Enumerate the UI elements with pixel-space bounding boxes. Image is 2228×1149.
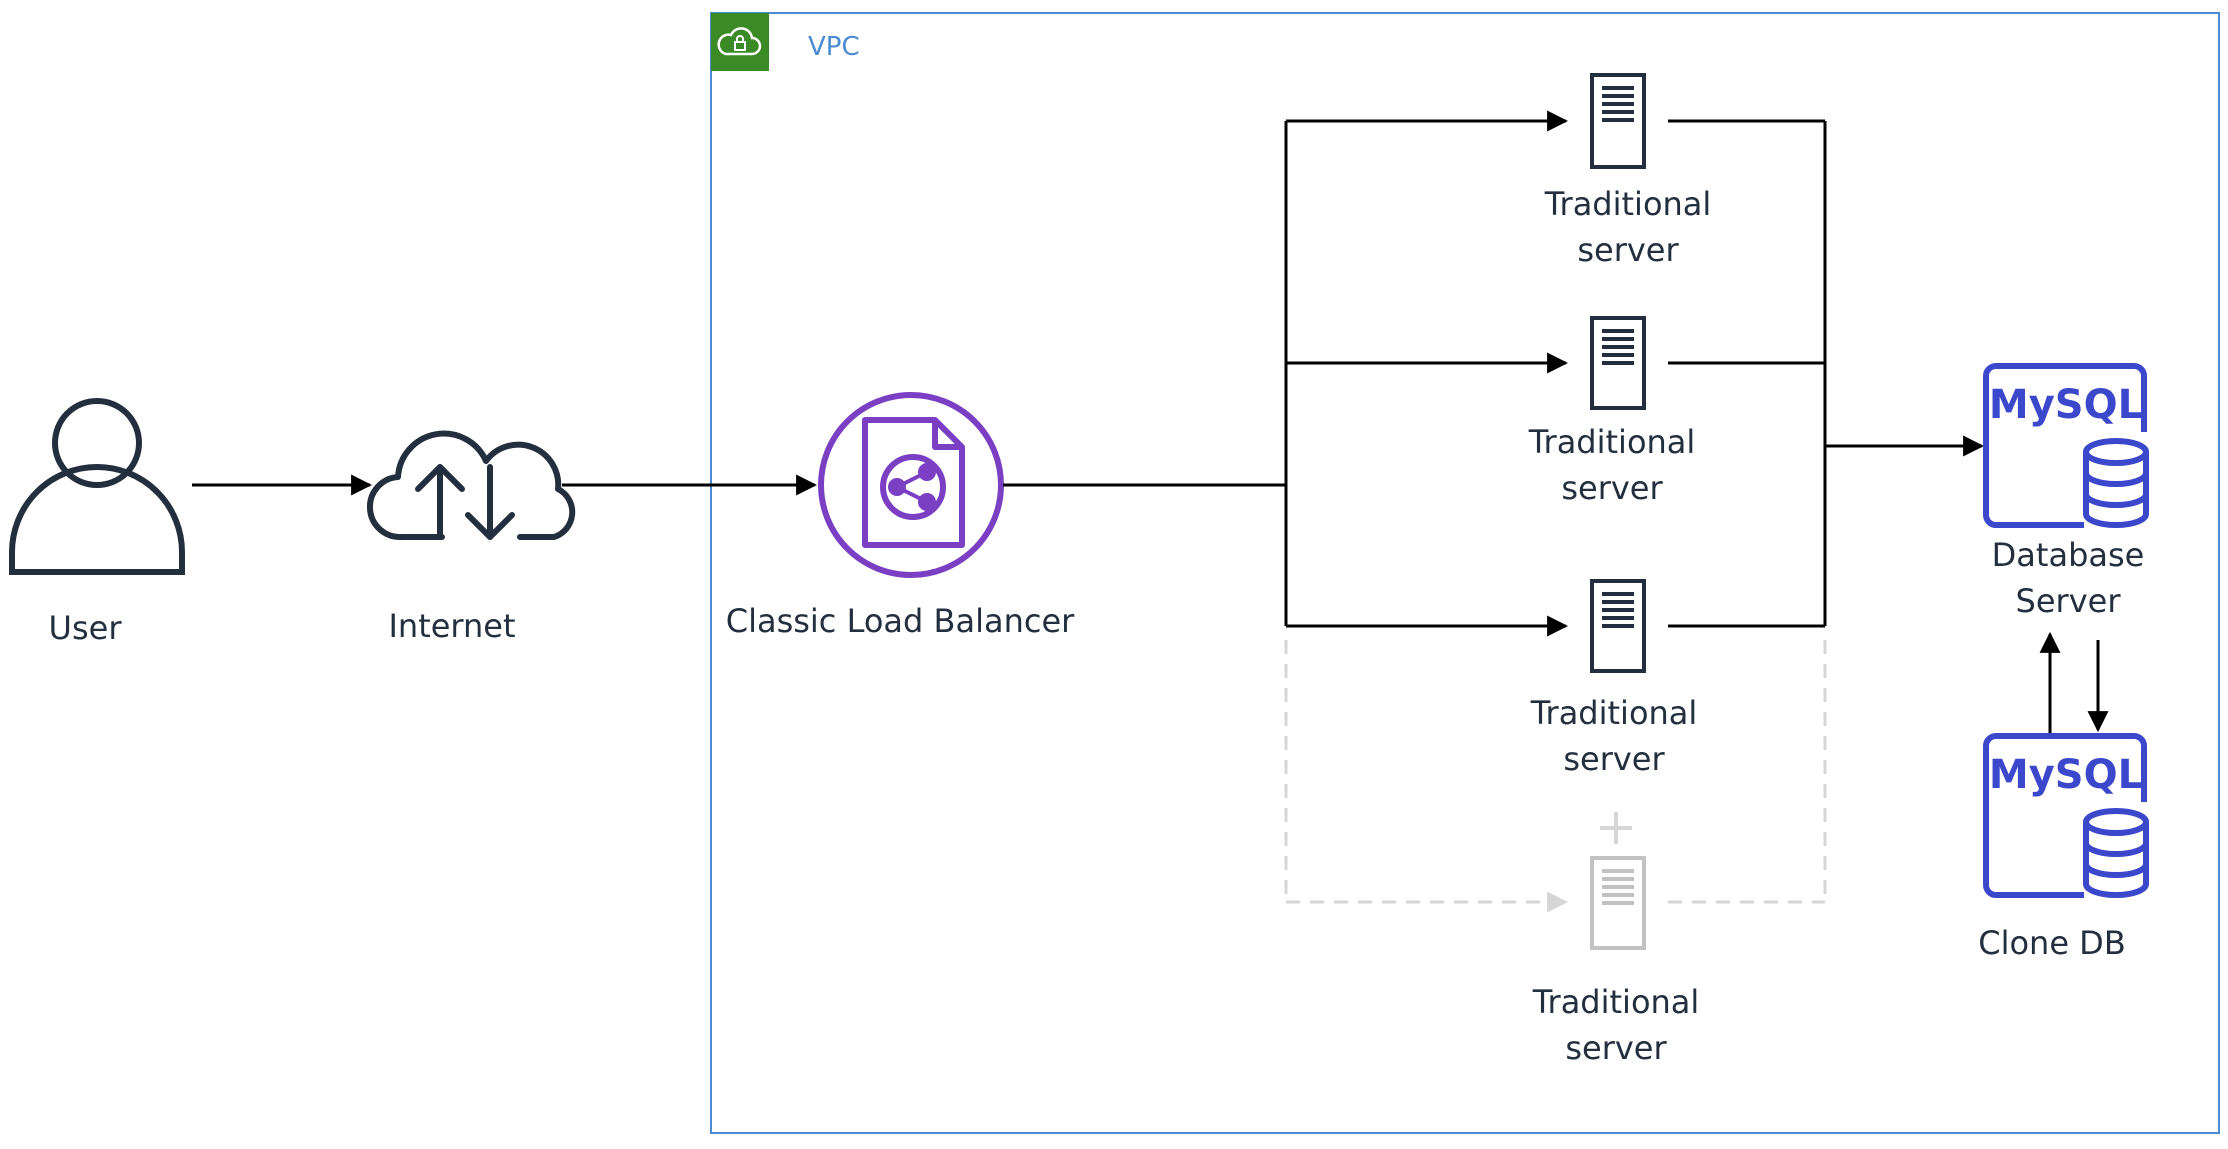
mysql-badge: MySQL xyxy=(1989,752,2143,798)
load-balancer-label: Classic Load Balancer xyxy=(725,602,1075,640)
cloud-upload-download-icon xyxy=(366,430,576,541)
server-label-line2: server xyxy=(1563,740,1665,778)
user-label: User xyxy=(48,609,122,647)
server-label-line1: Traditional xyxy=(1530,694,1698,732)
database-label-line1: Database xyxy=(1991,536,2145,574)
clone-db-label: Clone DB xyxy=(1978,924,2126,962)
server-4-label: Traditional server xyxy=(1496,979,1736,1071)
vpc-label: VPC xyxy=(808,32,860,62)
server-label-line2: server xyxy=(1565,1029,1667,1067)
database-label: Database Server xyxy=(1948,532,2188,624)
server-label-line1: Traditional xyxy=(1532,983,1700,1021)
mysql-database-icon: MySQL xyxy=(1983,363,2149,528)
server-icon xyxy=(1590,316,1646,410)
user-icon xyxy=(9,398,185,575)
classic-load-balancer-icon xyxy=(818,392,1004,578)
server-icon xyxy=(1590,579,1646,673)
server-label-line1: Traditional xyxy=(1544,185,1712,223)
vpc-badge-icon xyxy=(711,13,769,71)
mysql-clone-db-icon: MySQL xyxy=(1983,733,2149,898)
server-label-line1: Traditional xyxy=(1528,423,1696,461)
mysql-badge: MySQL xyxy=(1989,382,2143,428)
server-icon-faded xyxy=(1590,856,1646,950)
server-3-label: Traditional server xyxy=(1494,690,1734,782)
add-server-icon xyxy=(1600,812,1632,844)
server-icon xyxy=(1590,73,1646,169)
internet-label: Internet xyxy=(388,607,516,645)
server-2-label: Traditional server xyxy=(1492,419,1732,511)
vpc-boundary xyxy=(710,12,2220,1134)
scaling-connector-lines xyxy=(1284,640,1827,913)
server-label-line2: server xyxy=(1561,469,1663,507)
connector-lines xyxy=(192,110,2109,734)
server-1-label: Traditional server xyxy=(1508,181,1748,273)
database-label-line2: Server xyxy=(2015,582,2121,620)
server-label-line2: server xyxy=(1577,231,1679,269)
